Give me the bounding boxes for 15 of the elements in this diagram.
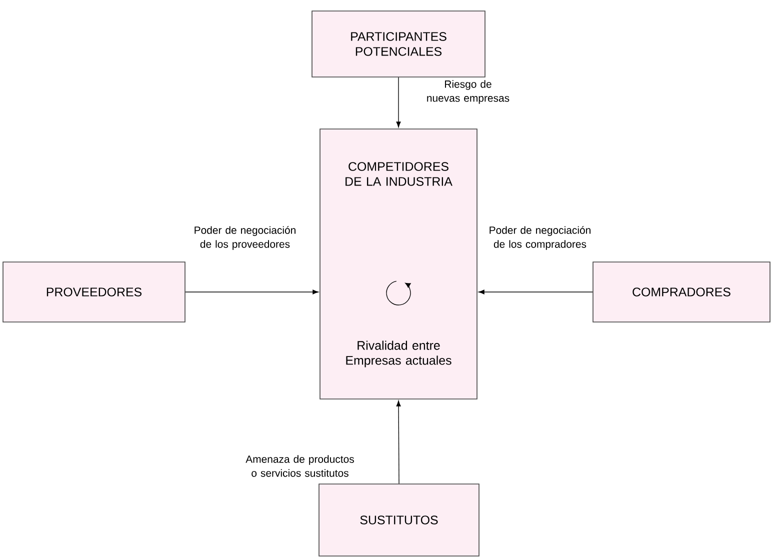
process-box: COMPRADORES <box>592 262 770 322</box>
box-heading: COMPETIDORES DE LA INDUSTRIA <box>346 162 452 186</box>
edge-label: Amenaza de productos o servicios sustitutos <box>246 455 354 477</box>
edge-label: Poder de negociación de los compradores <box>490 226 590 250</box>
arrow <box>396 400 401 484</box>
arrow <box>478 290 593 294</box>
process-box: PROVEEDORES <box>2 262 186 322</box>
process-box <box>320 128 478 400</box>
arrow <box>185 290 318 294</box>
box-text: Rivalidad entre Empresas actuales <box>346 340 452 368</box>
process-box: PARTICIPANTES POTENCIALES <box>312 10 486 78</box>
arrow <box>396 77 401 128</box>
process-box: SUSTITUTOS <box>318 484 480 556</box>
edge-label: Poder de negociación de los proveedores <box>194 226 296 250</box>
edge-label: Riesgo de nuevas empresas <box>427 80 510 104</box>
